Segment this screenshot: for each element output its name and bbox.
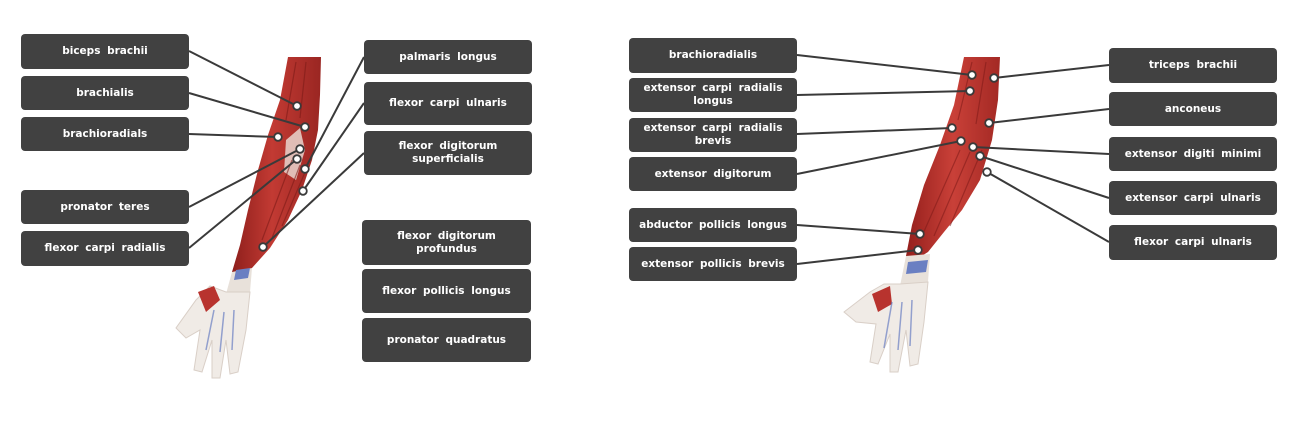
pin-flexor-carpi-ulnaris-posterior: [982, 167, 992, 177]
label-flexor-carpi-ulnaris-anterior[interactable]: flexor carpi ulnaris: [364, 82, 532, 125]
pin-abductor-pollicis-longus: [915, 229, 925, 239]
anterior-hand-vessels: [205, 309, 235, 353]
pin-triceps-brachii: [989, 73, 999, 83]
anterior-muscle-striation: [261, 61, 307, 241]
label-flexor-digitorum-superficialis[interactable]: flexor digitorum superficialis: [364, 131, 532, 175]
pin-extensor-digitorum: [956, 136, 966, 146]
pin-extensor-pollicis-brevis: [913, 245, 923, 255]
anterior-leader-lines: [188, 50, 365, 249]
pin-extensor-carpi-ulnaris: [975, 151, 985, 161]
leader-extensor-pollicis-brevis: [796, 249, 919, 265]
leader-flexor-carpi-ulnaris-posterior: [986, 171, 1110, 243]
label-flexor-digitorum-profundus[interactable]: flexor digitorum profundus: [362, 220, 531, 265]
label-extensor-carpi-radialis-brevis[interactable]: extensor carpi radialis brevis: [629, 118, 797, 152]
leader-flexor-carpi-radialis: [188, 158, 298, 249]
leader-flexor-digitorum-superficialis: [262, 152, 365, 248]
leader-palmaris-longus: [304, 56, 365, 170]
label-abductor-pollicis-longus[interactable]: abductor pollicis longus: [629, 208, 797, 242]
pin-flexor-carpi-ulnaris-anterior: [298, 186, 308, 196]
leader-brachioradials: [188, 133, 279, 138]
label-brachioradials[interactable]: brachioradials: [21, 117, 189, 151]
label-flexor-carpi-radialis[interactable]: flexor carpi radialis: [21, 231, 189, 266]
label-triceps-brachii[interactable]: triceps brachii: [1109, 48, 1277, 83]
label-anconeus[interactable]: anconeus: [1109, 92, 1277, 126]
pin-flexor-carpi-radialis: [292, 154, 302, 164]
label-extensor-carpi-radialis-longus[interactable]: extensor carpi radialis longus: [629, 78, 797, 112]
pin-markers: [258, 70, 999, 255]
leader-flexor-carpi-ulnaris-anterior: [302, 102, 365, 192]
pin-palmaris-longus: [300, 164, 310, 174]
label-brachioradialis[interactable]: brachioradialis: [629, 38, 797, 73]
posterior-forearm-illustration: [843, 57, 1000, 373]
anterior-hand-muscle: [198, 286, 220, 312]
posterior-hand-vessels: [883, 299, 913, 351]
leader-abductor-pollicis-longus: [796, 224, 921, 235]
anterior-hand: [175, 285, 251, 379]
label-flexor-pollicis-longus[interactable]: flexor pollicis longus: [362, 269, 531, 313]
pin-pronator-teres: [295, 144, 305, 154]
pin-brachioradialis: [967, 70, 977, 80]
posterior-wrist-vessel: [906, 260, 928, 274]
label-palmaris-longus[interactable]: palmaris longus: [364, 40, 532, 74]
label-extensor-digitorum[interactable]: extensor digitorum: [629, 157, 797, 191]
label-pronator-teres[interactable]: pronator teres: [21, 190, 189, 224]
leader-extensor-carpi-ulnaris: [979, 155, 1110, 199]
leader-anconeus: [988, 108, 1110, 124]
posterior-hand: [843, 281, 929, 373]
pin-flexor-digitorum-superficialis: [258, 242, 268, 252]
pin-anconeus: [984, 118, 994, 128]
label-extensor-pollicis-brevis[interactable]: extensor pollicis brevis: [629, 247, 797, 281]
posterior-arm-muscle: [906, 57, 1000, 262]
leader-triceps-brachii: [993, 64, 1110, 79]
label-brachialis[interactable]: brachialis: [21, 76, 189, 110]
leader-pronator-teres: [188, 148, 301, 208]
pin-biceps-brachii: [292, 101, 302, 111]
pin-brachialis: [300, 122, 310, 132]
label-biceps-brachii[interactable]: biceps brachii: [21, 34, 189, 69]
pin-brachioradials: [273, 132, 283, 142]
leader-extensor-carpi-radialis-longus: [796, 90, 971, 96]
label-extensor-carpi-ulnaris[interactable]: extensor carpi ulnaris: [1109, 181, 1277, 215]
anterior-forearm-illustration: [175, 57, 321, 379]
leader-biceps-brachii: [188, 50, 298, 107]
pin-extensor-carpi-radialis-brevis: [947, 123, 957, 133]
pin-extensor-digiti-minimi: [968, 142, 978, 152]
leader-brachialis: [188, 92, 306, 128]
leader-brachioradialis: [796, 54, 973, 76]
label-pronator-quadratus[interactable]: pronator quadratus: [362, 318, 531, 362]
posterior-hand-muscle: [872, 286, 892, 312]
anterior-arm-muscle: [232, 57, 321, 275]
anterior-wrist-vessel: [234, 268, 250, 280]
label-extensor-digiti-minimi[interactable]: extensor digiti minimi: [1109, 137, 1277, 171]
label-flexor-carpi-ulnaris-posterior[interactable]: flexor carpi ulnaris: [1109, 225, 1277, 260]
pin-extensor-carpi-radialis-longus: [965, 86, 975, 96]
posterior-leader-lines: [796, 54, 1110, 265]
leader-extensor-carpi-radialis-brevis: [796, 127, 953, 135]
leader-extensor-digiti-minimi: [972, 146, 1110, 155]
leader-extensor-digitorum: [796, 140, 962, 175]
